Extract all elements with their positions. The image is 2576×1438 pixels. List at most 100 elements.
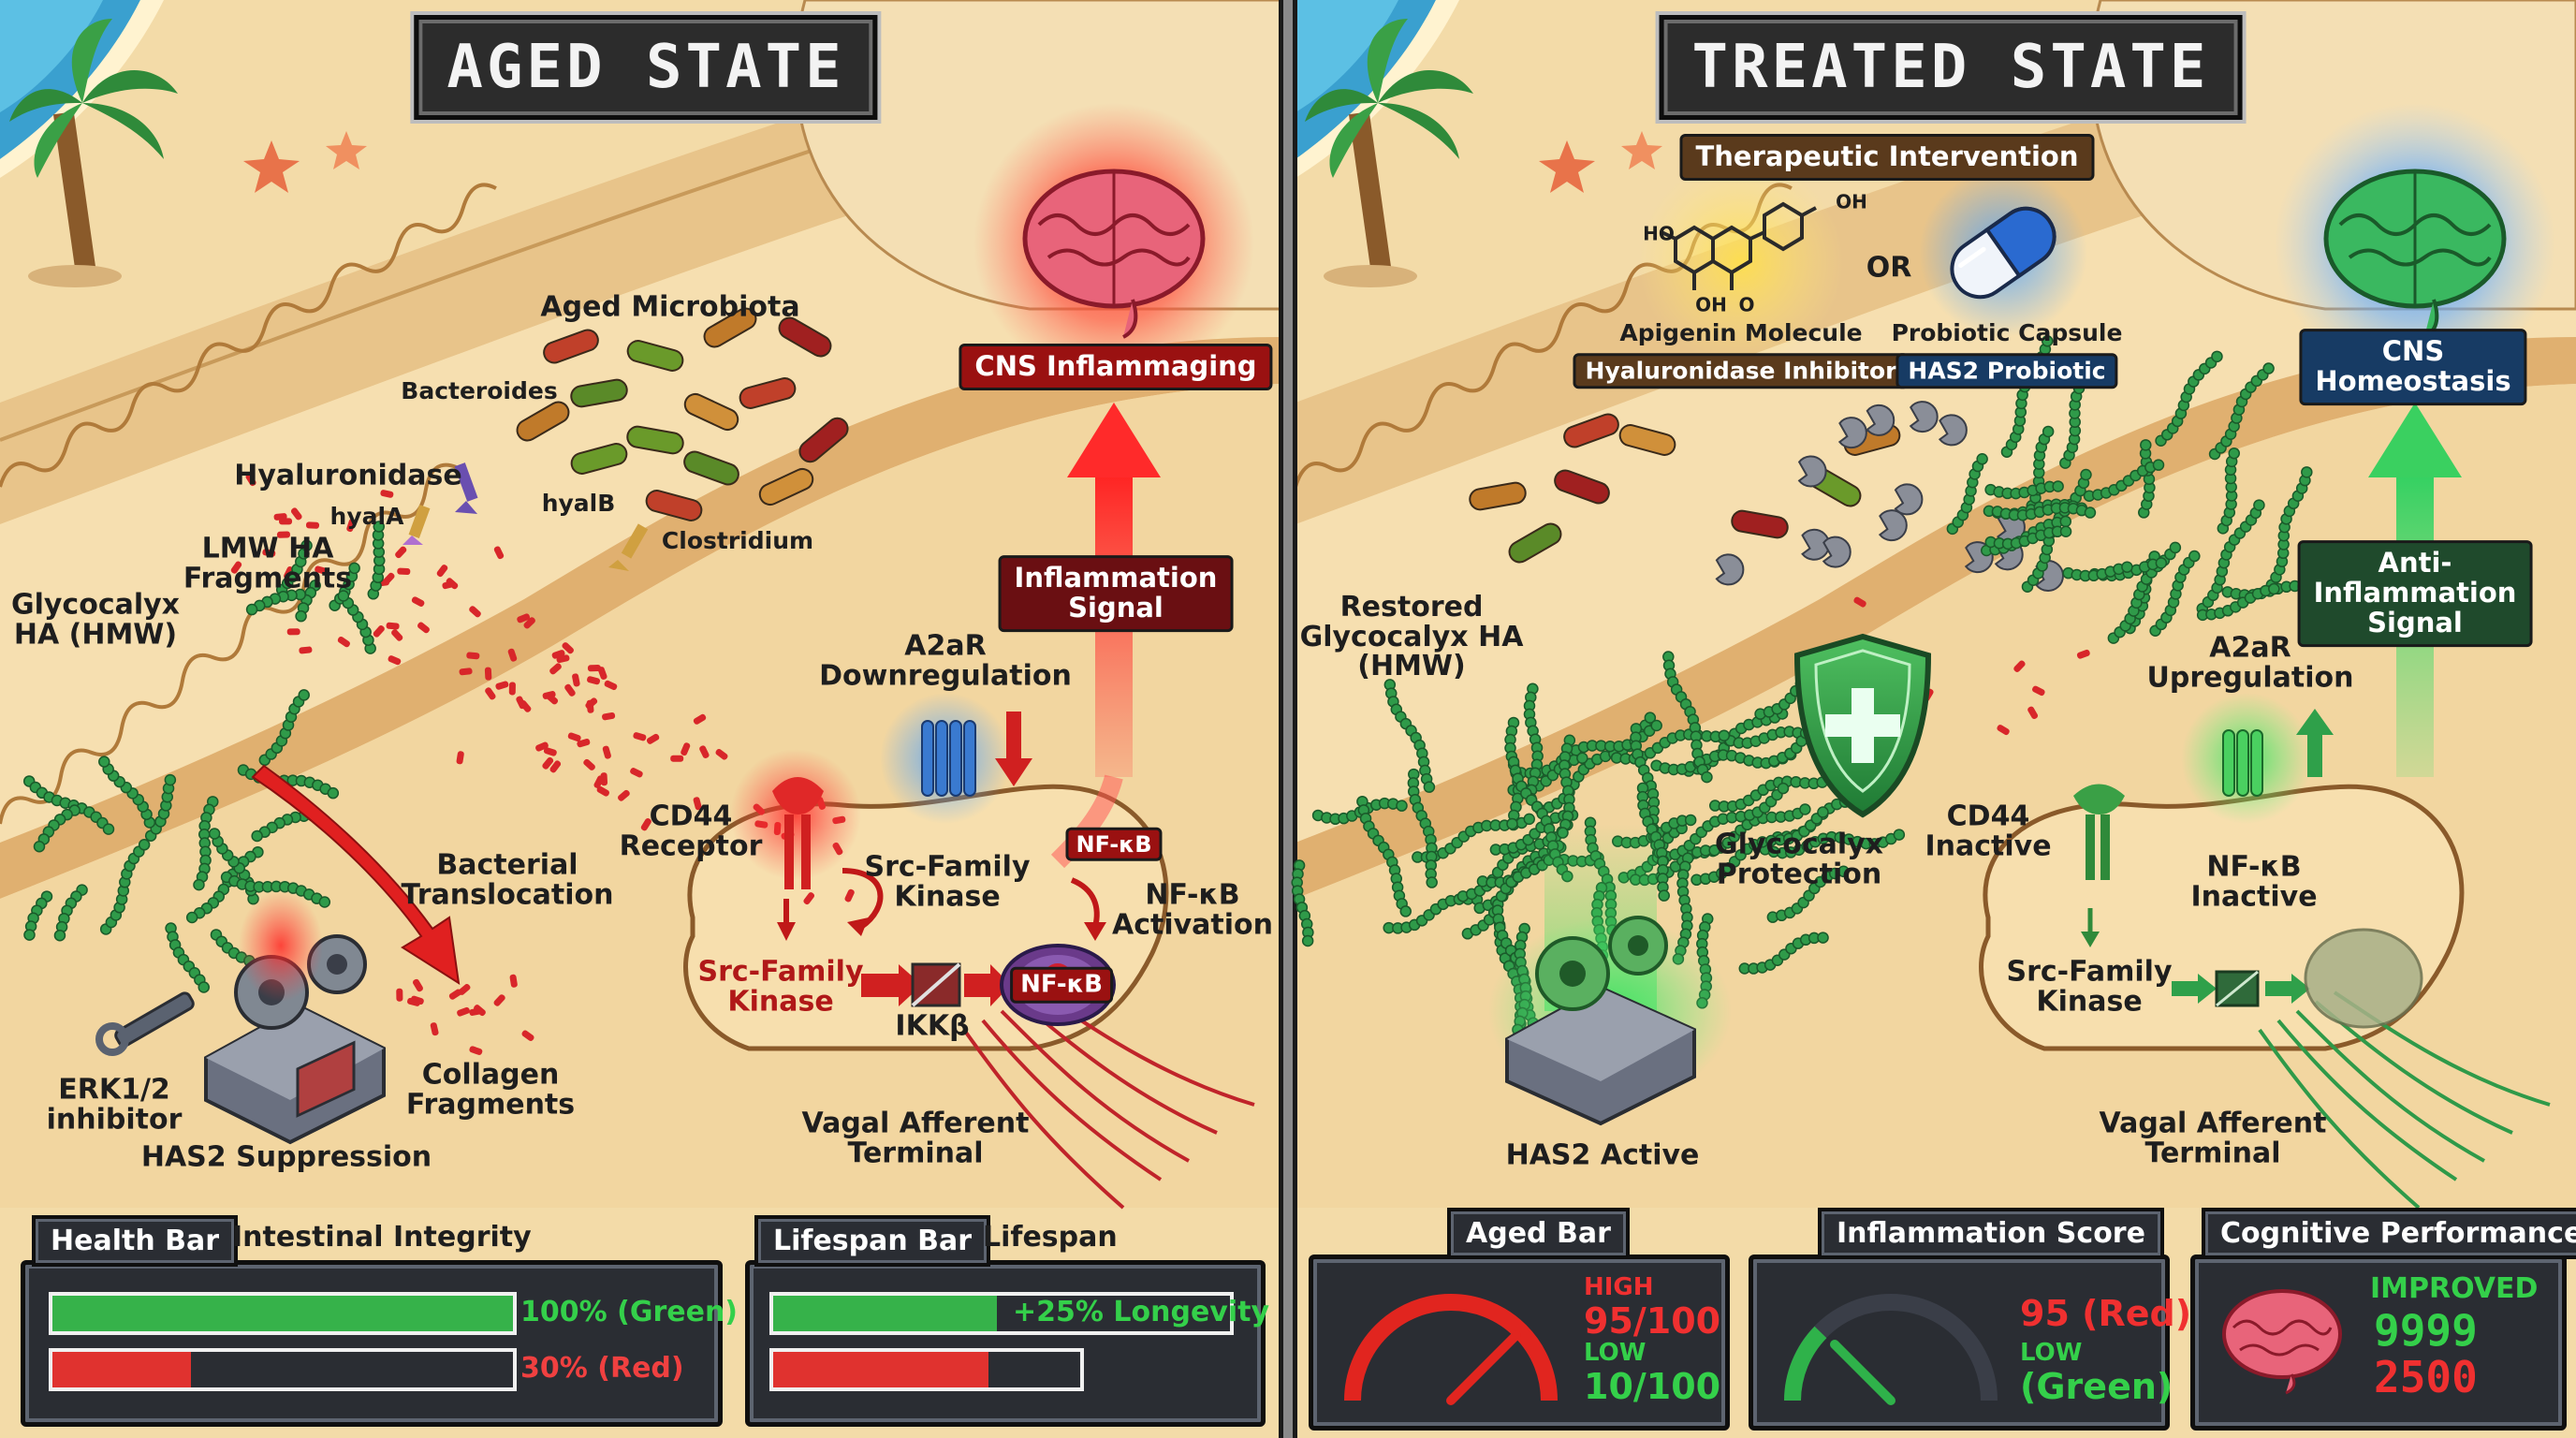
fragment — [346, 519, 356, 533]
fragment — [442, 580, 456, 590]
collagen-fragment — [457, 1006, 470, 1017]
cognitive-performance-tab[interactable]: Cognitive Performance — [2202, 1208, 2576, 1259]
aged-bar-tab[interactable]: Aged Bar — [1447, 1208, 1630, 1259]
inhibited-enzyme — [1822, 536, 1852, 568]
vagal-terminal-label-treated: Vagal Afferent Terminal — [2099, 1107, 2327, 1169]
fragment — [397, 567, 411, 575]
inflammation-low-value: (Green) — [2020, 1366, 2174, 1407]
cns-inflammaging-badge: CNS Inflammaging — [959, 344, 1273, 390]
fragment — [279, 518, 293, 525]
fragment — [600, 772, 608, 786]
glycocalyx-protection-label: Glycocalyx Protection — [1714, 828, 1884, 890]
health-bar-tab[interactable]: Health Bar — [32, 1215, 239, 1267]
cognitive-low-score: 2500 — [2374, 1352, 2478, 1402]
fragment — [604, 680, 618, 691]
health-green-label: 100% (Green) — [520, 1296, 739, 1328]
palm-tree-icon — [1305, 19, 1473, 287]
collagen-fragment — [430, 1022, 439, 1036]
gear-machine-icon — [1488, 916, 1732, 1126]
bacteroides-label: Bacteroides — [401, 376, 558, 404]
health-red-bar — [49, 1348, 517, 1391]
collagen-fragment — [509, 974, 518, 988]
ha-chain — [1557, 734, 1576, 839]
fragment — [495, 681, 509, 690]
fragment — [572, 673, 580, 687]
fragment — [587, 676, 601, 685]
lifespan-bar-tab[interactable]: Lifespan Bar — [754, 1215, 991, 1267]
cns-homeostasis-badge: CNS Homeostasis — [2299, 329, 2527, 405]
fragment — [507, 648, 518, 662]
fragment — [542, 756, 554, 770]
aged-microbiota-label: Aged Microbiota — [540, 290, 800, 324]
fragment — [577, 739, 591, 748]
fragment — [593, 775, 605, 788]
fragment — [245, 473, 256, 487]
fragment — [262, 549, 276, 557]
collagen-fragment — [413, 978, 423, 992]
fragment — [693, 797, 702, 811]
inhibited-enzyme — [1938, 414, 1968, 447]
has2-probiotic-badge: HAS2 Probiotic — [1895, 353, 2118, 389]
bacteria-icon — [626, 340, 684, 372]
ha-chain — [23, 890, 53, 941]
fragment — [693, 713, 707, 725]
src-kinase-label-2: Src-Family Kinase — [697, 955, 864, 1018]
therapeutic-intervention-badge: Therapeutic Intervention — [1679, 134, 2095, 181]
scissors-enzyme-icon — [402, 462, 649, 571]
fragment — [276, 531, 290, 538]
fragment — [803, 892, 815, 905]
fragment — [549, 760, 562, 773]
fragment — [388, 655, 402, 666]
cognitive-high-score: 9999 — [2374, 1305, 2478, 1356]
fragment — [469, 606, 481, 618]
fragment — [485, 687, 496, 700]
shield-icon — [1793, 633, 1932, 818]
ha-chain — [2196, 582, 2280, 622]
fragment — [299, 646, 313, 654]
or-label: OR — [1866, 251, 1912, 285]
ha-chain — [1636, 782, 1670, 902]
fragment — [230, 561, 242, 574]
has2-active-label: HAS2 Active — [1505, 1138, 1700, 1172]
lmw-ha-label: LMW HA Fragments — [183, 532, 353, 594]
aged-low-value: 10/100 — [1584, 1366, 1721, 1407]
inflammation-score-tab[interactable]: Inflammation Score — [1818, 1208, 2164, 1259]
nfkb-small-badge: NF-κB — [1065, 827, 1163, 862]
palm-tree-icon — [9, 19, 178, 287]
brain-icon — [1022, 169, 1206, 339]
starfish-icon — [243, 131, 1662, 193]
fragment — [583, 758, 595, 770]
fragment — [436, 565, 448, 578]
bacteria-icon — [1554, 469, 1610, 505]
intestinal-integrity-caption: Intestinal Integrity — [232, 1221, 532, 1254]
bacteria-icon — [739, 377, 797, 409]
molecule-icon — [1661, 201, 1817, 290]
fragment — [1997, 725, 2010, 736]
collagen-fragment — [521, 1030, 534, 1042]
ha-chain — [144, 773, 177, 842]
fragment — [380, 490, 394, 498]
ha-chain — [1946, 453, 1988, 536]
ha-chain — [2149, 550, 2201, 638]
collagen-fragment — [469, 1046, 483, 1055]
health-green-fill — [52, 1296, 513, 1331]
fragment — [459, 668, 473, 676]
ha-chain — [165, 922, 210, 993]
aged-state-title: AGED STATE — [414, 15, 878, 120]
ha-chain — [99, 839, 151, 935]
ha-chain — [2265, 466, 2313, 591]
fragment — [567, 732, 581, 742]
inflammation-low-label: LOW — [2020, 1339, 2083, 1367]
bacteria-icon — [758, 467, 814, 506]
src-kinase-label-1: Src-Family Kinase — [864, 850, 1031, 913]
restored-glycocalyx-label: Restored Glycocalyx HA (HMW) — [1299, 590, 1524, 682]
gear-machine-icon — [95, 889, 386, 1145]
fragment — [386, 622, 400, 630]
treated-state-title: TREATED STATE — [1659, 15, 2243, 120]
fragment — [551, 650, 565, 659]
nfkb-inactive-label: NF-κB Inactive — [2190, 850, 2318, 913]
ha-chain — [2208, 362, 2275, 461]
fragment — [315, 565, 329, 575]
fragment — [562, 642, 574, 654]
